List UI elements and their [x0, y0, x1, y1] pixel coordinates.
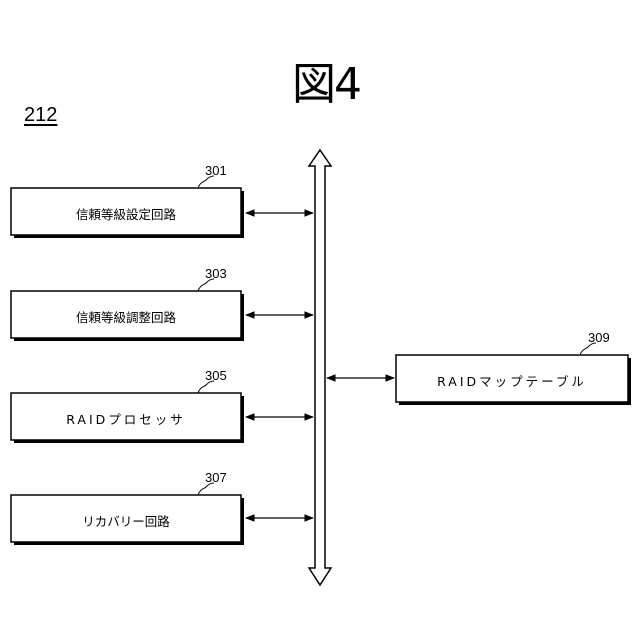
bus-arrow — [309, 150, 331, 585]
figure-reference: 212 — [24, 104, 57, 127]
block-301-label: 信頼等級設定回路 — [11, 204, 241, 223]
block-305-label: RAIDプロセッサ — [11, 409, 241, 428]
ref-301: 301 — [205, 163, 227, 178]
block-309-label: RAIDマップテーブル — [396, 371, 628, 390]
block-307-label: リカバリー回路 — [11, 511, 241, 530]
ref-309: 309 — [588, 330, 610, 345]
figure-title: 図4 — [292, 48, 360, 112]
block-303-label: 信頼等級調整回路 — [11, 307, 241, 326]
ref-303: 303 — [205, 266, 227, 281]
ref-307: 307 — [205, 470, 227, 485]
ref-305: 305 — [205, 368, 227, 383]
